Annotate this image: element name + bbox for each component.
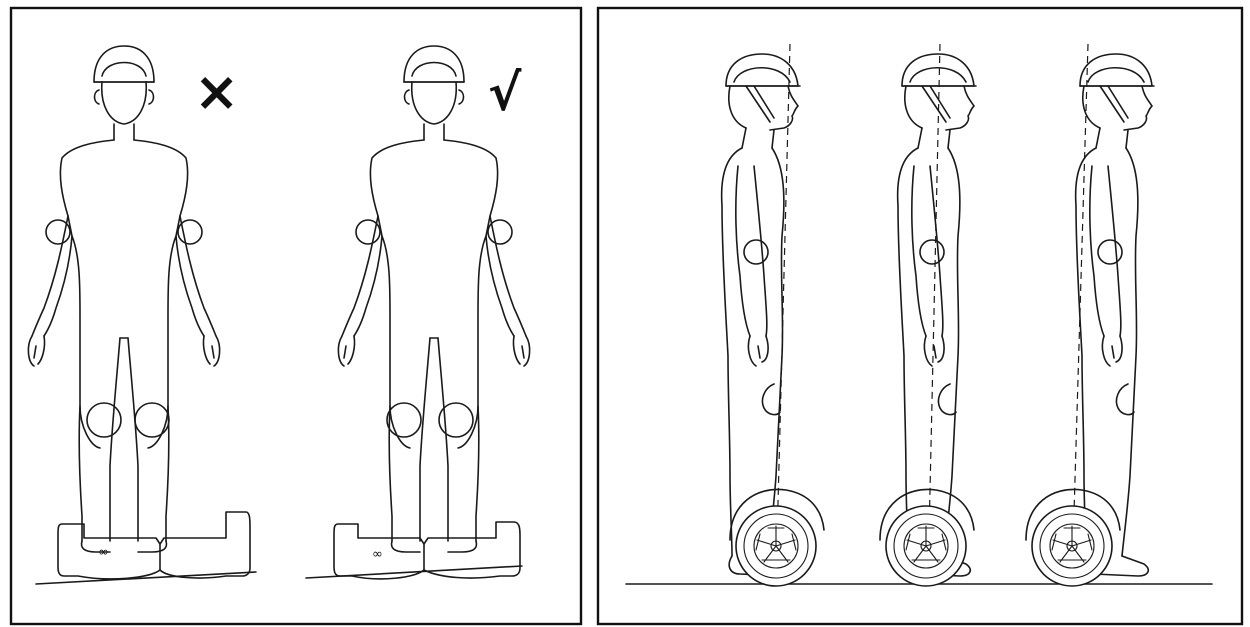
leaning-forward-figure	[1026, 44, 1154, 586]
wrong-posture-board	[36, 512, 256, 584]
leaning-forward-wheel	[1026, 489, 1120, 586]
wrong-board-logo: ∞	[98, 545, 109, 560]
upright-wheel	[880, 489, 974, 586]
front-view-panel: ∞ ∞ × √	[11, 8, 581, 624]
leaning-back-figure	[722, 44, 824, 586]
upright-center-line	[928, 44, 940, 580]
upright-figure	[880, 44, 976, 586]
wrong-posture-x-mark: ×	[194, 60, 239, 123]
right-board-logo: ∞	[372, 547, 383, 562]
right-posture-board	[306, 522, 522, 579]
right-posture-check-mark: √	[488, 64, 522, 122]
wrong-posture-figure	[28, 46, 219, 552]
leaning-back-wheel	[730, 489, 824, 586]
side-view-panel	[598, 8, 1242, 624]
